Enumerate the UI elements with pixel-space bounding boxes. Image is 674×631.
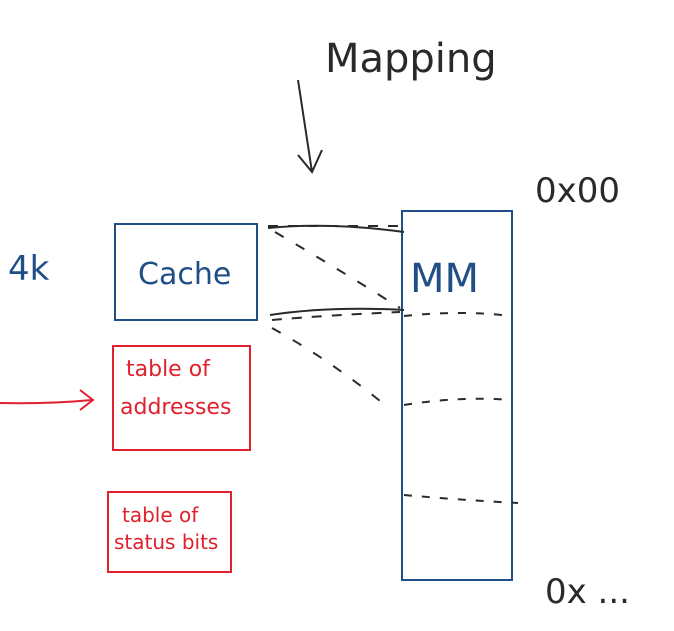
mapping-arrow: [297, 79, 313, 173]
address-table-label-line2: addresses: [120, 395, 231, 420]
mapping-line: [269, 307, 405, 316]
memory-block-divider: [403, 397, 513, 406]
memory-block-divider: [403, 494, 519, 504]
red-arrow-head: [79, 389, 95, 411]
address-start-label: 0x00: [535, 171, 620, 211]
address-end-label: 0x ...: [545, 572, 630, 612]
mapping-line-dashed: [271, 327, 386, 406]
main-memory-box: [401, 210, 513, 581]
mapping-line-dashed: [271, 311, 401, 321]
address-table-label-line1: table of: [126, 357, 211, 382]
status-table-label-line1: table of: [122, 503, 199, 527]
cache-size-label: 4k: [8, 249, 50, 289]
status-table-label-line2: status bits: [114, 530, 218, 554]
cache-label: Cache: [138, 257, 231, 292]
mapping-arrow-head: [297, 149, 323, 174]
cache-box: [114, 223, 258, 321]
memory-block-divider: [403, 312, 513, 317]
main-memory-label: MM: [410, 256, 479, 302]
mapping-line-dashed: [274, 231, 401, 309]
address-table-box: [112, 345, 251, 451]
mapping-label: Mapping: [325, 36, 497, 82]
status-table-box: [107, 491, 232, 573]
red-arrow: [0, 399, 93, 405]
